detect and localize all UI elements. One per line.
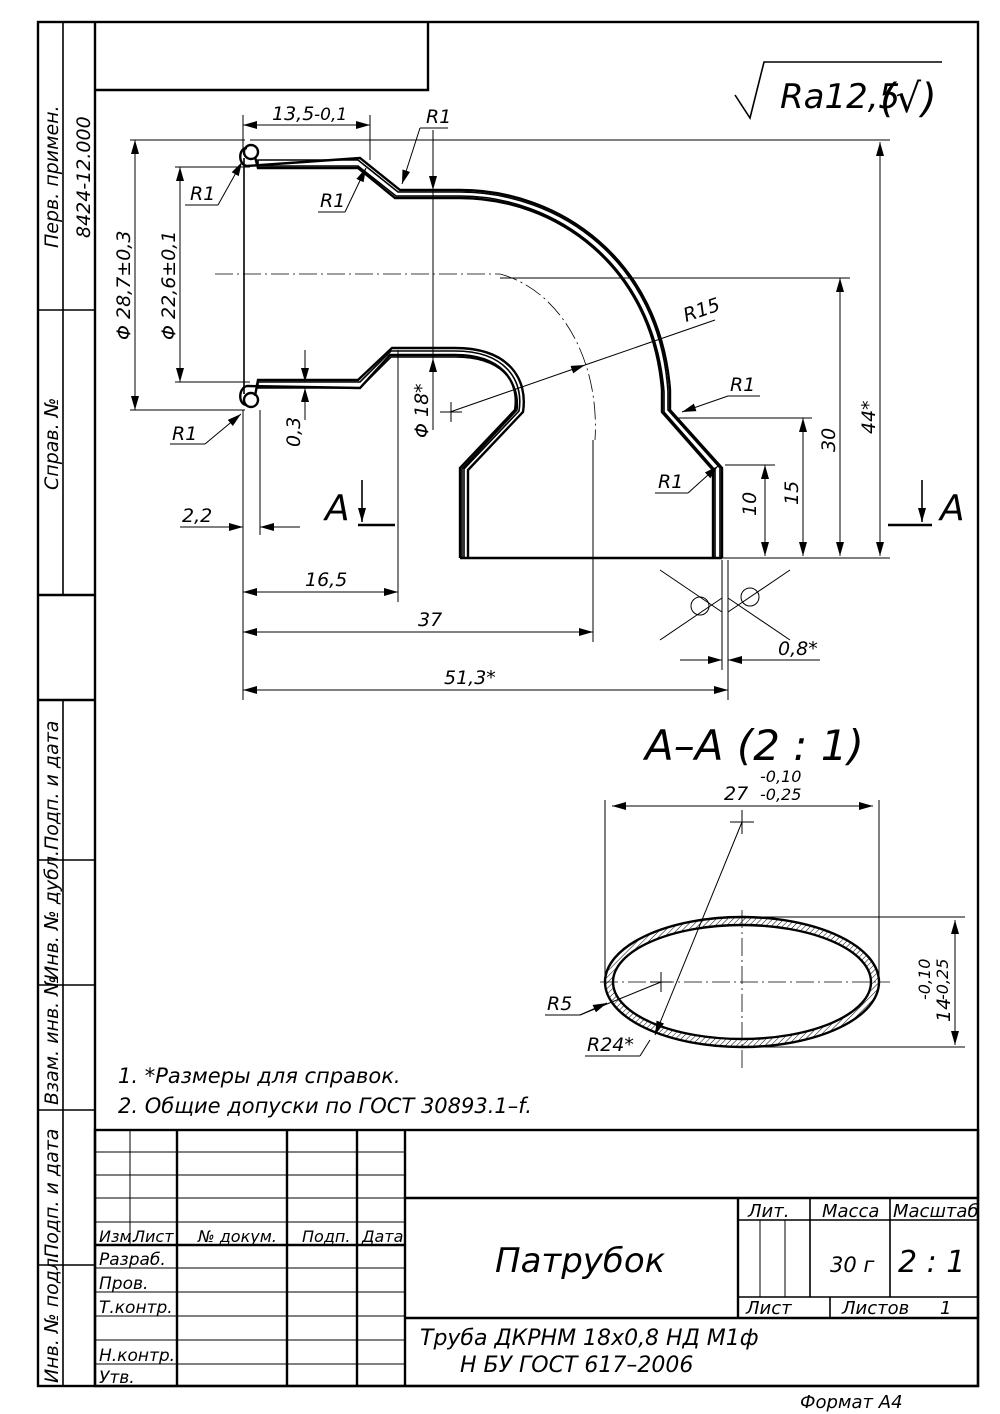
dim-h10: 10 [739,492,761,516]
tb-scale-value: 2 : 1 [898,1245,965,1280]
dim-d-outer: Φ 28,7±0,3 [113,231,135,340]
inv-dubl-label: Инв. № дубл. [41,850,63,980]
tb-tkontr: Т.контр. [99,1298,173,1318]
podp-label-2: Подп. и дата [41,1129,63,1258]
roughness-mark: (√) [880,76,937,122]
tb-part-name: Патрубок [495,1241,666,1281]
tb-data: Дата [361,1227,403,1246]
tb-massa: Масса [822,1201,879,1222]
dim-d-pipe: Φ 18* [411,383,433,438]
note-1: 1. *Размеры для справок. [118,1064,401,1088]
roughness-value: Ra12,5 [780,77,900,117]
dim-h15: 15 [781,481,803,505]
section-width: 27 [724,783,748,805]
tb-sheets-value: 1 [940,1298,951,1319]
elbow-main-view [215,130,724,560]
section-a-right: A [938,488,965,529]
tb-mass-value: 30 г [830,1253,875,1277]
r1-left-top: R1 [190,183,215,205]
dim-h44: 44* [858,400,880,434]
sprav-label: Справ. № [41,398,63,490]
side-labels: Перв. примен. 8424-12.000 Справ. № Подп.… [41,105,95,1383]
tb-utv: Утв. [99,1368,135,1388]
section-title: A–A (2 : 1) [642,721,864,770]
dim-51-3: 51,3* [444,667,496,689]
roughness-symbol: Ra12,5 (√) [734,61,942,122]
dim-bead: 2,2 [182,505,212,527]
dim-wall: 0,3 [283,417,305,447]
tb-material-2: Н БУ ГОСТ 617–2006 [460,1353,693,1378]
section-width-tol-up: -0,10 [760,767,801,786]
tb-list: Лист [132,1227,174,1246]
dimensions: 13,5 -0,1 R1 R1 R1 R1 R1 R1 R15 Φ 28,7±0… [113,103,965,700]
tb-podp: Подп. [302,1227,350,1246]
tb-izm: Изм. [99,1227,137,1246]
section-a-left: A [323,488,350,529]
notes: 1. *Размеры для справок. 2. Общие допуск… [118,1064,532,1118]
inv-podl-label: Инв. № подл. [41,1252,63,1383]
tb-razrab: Разраб. [99,1250,166,1270]
r1-right-top: R1 [730,374,755,396]
tb-material-1: Труба ДКРНМ 18х0,8 НД М1ф [420,1326,759,1351]
r15-label: R15 [680,294,723,327]
section-aa-view: A–A (2 : 1) 27 -0,10 -0,25 14 -0,10 -0,2… [545,721,965,1070]
section-r24: R24* [587,1034,634,1056]
tb-nkontr: Н.контр. [99,1346,175,1366]
podp-label-1: Подп. и дата [41,721,63,850]
tb-masshtab: Масштаб [893,1201,979,1222]
perv-label: Перв. примен. [41,105,63,248]
frame [36,20,980,1388]
r1-top: R1 [426,106,451,128]
tb-lit: Лит. [747,1201,789,1222]
dim-0-8: 0,8* [778,638,818,660]
dim-h30: 30 [818,428,840,452]
tb-prov: Пров. [99,1274,148,1294]
format-label: Формат А4 [800,1392,903,1413]
vzam-label: Взам. инв. № [41,976,63,1105]
dim-d-inner: Φ 22,6±0,1 [158,231,180,340]
r1-left-bottom: R1 [172,423,197,445]
tb-sheets: Листов [841,1298,909,1319]
section-height-tol-up: -0,10 [915,959,934,1000]
dim-13-5-tol: -0,1 [314,105,347,125]
tb-doc: № докум. [197,1227,277,1246]
r1-mid: R1 [320,190,345,212]
dim-16-5: 16,5 [305,569,347,591]
title-block: Изм. Лист № докум. Подп. Дата Разраб. Пр… [93,1128,980,1388]
r1-right-bottom: R1 [658,471,683,493]
section-height: 14 [933,998,955,1022]
perv-value: 8424-12.000 [73,116,95,238]
dim-37: 37 [418,609,442,631]
tb-sheet: Лист [745,1298,792,1319]
section-height-tol-low: -0,25 [933,959,952,1000]
section-width-tol-low: -0,25 [760,785,801,804]
dim-13-5: 13,5 [272,103,314,125]
section-r5: R5 [547,993,572,1015]
note-2: 2. Общие допуски по ГОСТ 30893.1–f. [118,1094,532,1118]
